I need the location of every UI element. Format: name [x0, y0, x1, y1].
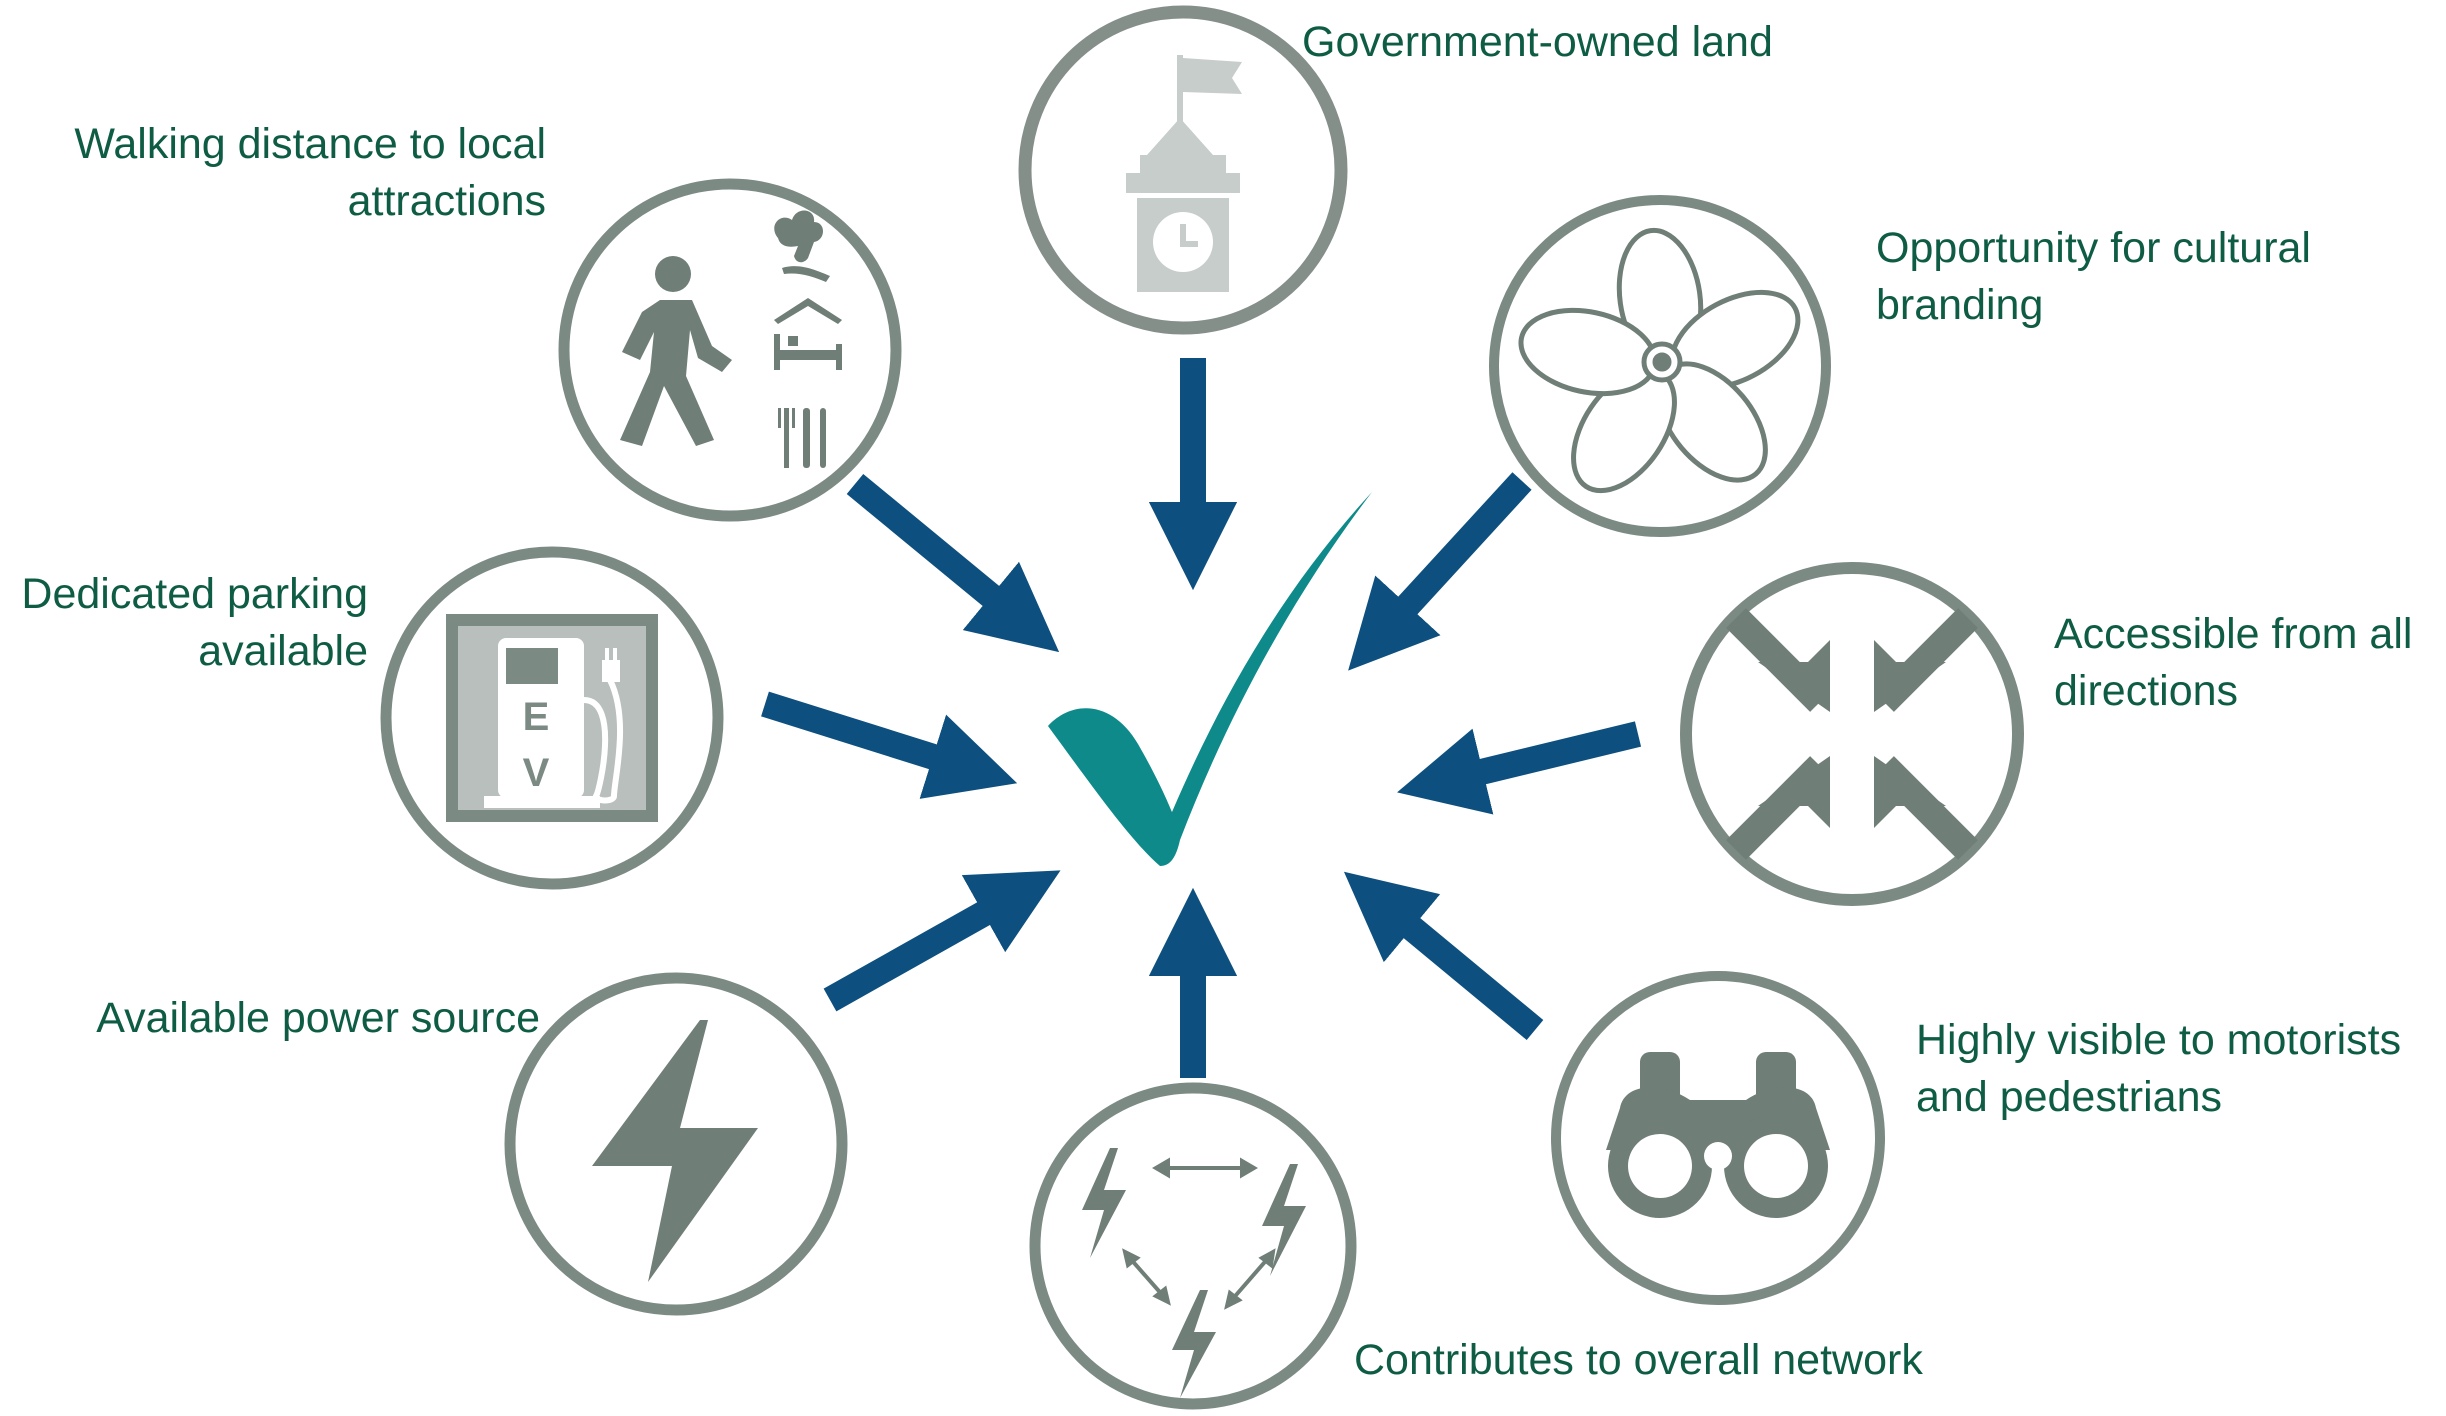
walking-node	[558, 178, 902, 522]
label-network-line-1: Contributes to overall network	[1354, 1336, 1923, 1384]
label-visible-line-1: Highly visible to motorists	[1916, 1016, 2402, 1064]
arrow-branding	[1348, 472, 1532, 671]
label-government-line-1: Government-owned land	[1302, 18, 1773, 66]
accessible-node	[1680, 562, 2024, 906]
visible-node	[1551, 971, 1885, 1305]
label-accessible-line-1: Accessible from all	[2054, 610, 2413, 658]
label-branding-line-1: Opportunity for cultural	[1876, 224, 2311, 272]
label-power-line-1: Available power source	[96, 994, 540, 1042]
checkmark-icon	[1048, 492, 1372, 866]
arrows	[761, 358, 1642, 1078]
arrow-power	[823, 870, 1061, 1012]
arrow-parking	[761, 691, 1018, 799]
label-government: Government-owned land	[1302, 14, 1773, 71]
parking-node: E V	[380, 546, 724, 890]
town-hall-clock-flag-icon	[1126, 55, 1242, 292]
arrow-visible	[1343, 871, 1544, 1041]
label-walking-line-1: Walking distance to local	[74, 120, 546, 168]
label-power: Available power source	[96, 990, 540, 1047]
label-visible: Highly visible to motorists and pedestri…	[1916, 1012, 2401, 1126]
network-lightning-icon	[1082, 1148, 1306, 1398]
label-branding-line-2: branding	[1876, 281, 2044, 329]
label-accessible-line-2: directions	[2054, 667, 2239, 715]
label-walking-line-2: attractions	[347, 177, 546, 225]
arrow-accessible	[1397, 721, 1642, 815]
label-parking-line-1: Dedicated parking	[21, 570, 368, 618]
label-accessible: Accessible from all directions	[2054, 606, 2412, 720]
pedestrian-attractions-icon	[620, 210, 842, 468]
label-network: Contributes to overall network	[1354, 1332, 1923, 1389]
power-node	[504, 972, 848, 1316]
arrow-walking	[846, 473, 1060, 653]
label-branding: Opportunity for cultural branding	[1876, 220, 2311, 334]
svg-text:V: V	[523, 751, 550, 795]
government-node	[1018, 5, 1348, 335]
network-node	[1029, 1082, 1357, 1410]
svg-text:E: E	[523, 695, 550, 739]
label-parking-line-2: available	[198, 627, 368, 675]
label-visible-line-2: and pedestrians	[1916, 1073, 2222, 1121]
lightning-icon	[592, 1020, 758, 1282]
ev-charging-station-icon: E V	[446, 614, 658, 822]
branding-node	[1489, 195, 1831, 537]
label-walking: Walking distance to local attractions	[74, 116, 546, 230]
flower-icon	[1518, 227, 1801, 494]
binoculars-icon	[1606, 1052, 1830, 1218]
label-parking: Dedicated parking available	[21, 566, 368, 680]
